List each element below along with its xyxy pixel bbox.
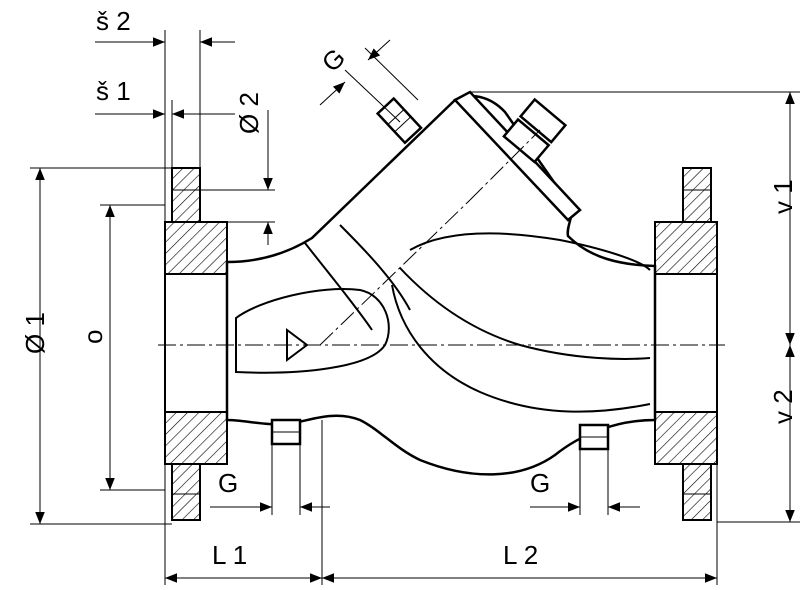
label-v2: v 2 — [768, 389, 798, 424]
right-flange — [654, 167, 718, 521]
label-d1: Ø 1 — [20, 312, 50, 354]
dimension-lines — [35, 37, 795, 583]
label-d2: Ø 2 — [234, 92, 264, 134]
label-v1: v 1 — [768, 179, 798, 214]
label-g-top: G — [316, 42, 352, 78]
label-s1: š 1 — [96, 76, 131, 106]
left-flange — [164, 167, 228, 521]
center-lines — [158, 129, 725, 346]
label-g-right: G — [530, 468, 550, 498]
label-s2: š 2 — [96, 6, 131, 36]
label-l1: L 1 — [212, 540, 247, 570]
label-l2: L 2 — [503, 540, 538, 570]
label-o: o — [78, 330, 108, 344]
label-g-left: G — [218, 468, 238, 498]
valve-body — [225, 90, 657, 476]
